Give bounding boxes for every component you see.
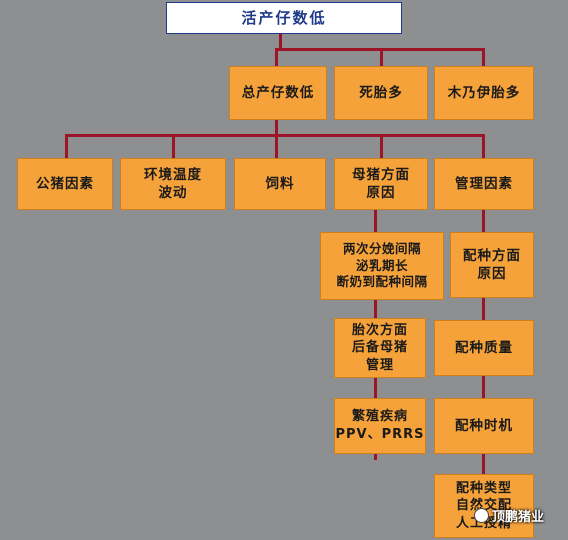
- node-label: 饲料: [265, 175, 295, 192]
- node-total-litter-low: 总产仔数低: [229, 66, 327, 120]
- connector-level1-mid-drop: [380, 48, 383, 66]
- root-node: 活产仔数低: [166, 2, 402, 34]
- node-label: 母猪方面 原因: [352, 166, 410, 201]
- node-breeding-timing: 配种时机: [434, 398, 534, 454]
- node-label: 配种时机: [455, 417, 513, 434]
- node-reproductive-disease: 繁殖疾病 PPV、PRRS: [334, 398, 426, 454]
- node-parity-gilt: 胎次方面 后备母猪 管理: [334, 318, 426, 378]
- node-breeding-quality: 配种质量: [434, 320, 534, 376]
- connector-level2-drop-2: [172, 134, 175, 158]
- node-label: 环境温度 波动: [144, 166, 202, 201]
- node-mummified: 木乃伊胎多: [434, 66, 534, 120]
- node-breeding-type: 配种类型 自然交配 人工授精: [434, 474, 534, 538]
- node-label: 公猪因素: [36, 175, 94, 192]
- connector-level2-drop-3: [275, 134, 278, 158]
- node-feed: 饲料: [234, 158, 326, 210]
- node-label: 木乃伊胎多: [447, 84, 521, 101]
- connector-level2-drop-5: [482, 134, 485, 158]
- node-label: 管理因素: [455, 175, 513, 192]
- node-label: 配种类型 自然交配 人工授精: [455, 480, 512, 531]
- connector-level2-drop-4: [380, 134, 383, 158]
- watermark-text: 顶鹏猪业: [492, 510, 545, 525]
- root-label: 活产仔数低: [241, 8, 327, 27]
- node-label: 配种质量: [455, 339, 513, 356]
- node-label: 总产仔数低: [241, 84, 315, 101]
- node-management: 管理因素: [434, 158, 534, 210]
- watermark: 顶鹏猪业: [474, 506, 544, 525]
- connector-level2-drop-1: [65, 134, 68, 158]
- connector-level1-left-drop: [275, 48, 278, 66]
- connector-level1-down: [275, 120, 278, 136]
- node-breeding-reasons: 配种方面 原因: [450, 232, 534, 298]
- node-label: 两次分娩间隔 泌乳期长 断奶到配种间隔: [336, 240, 428, 290]
- node-boar-factor: 公猪因素: [17, 158, 113, 210]
- node-farrowing-interval: 两次分娩间隔 泌乳期长 断奶到配种间隔: [320, 232, 444, 300]
- node-sow-reasons: 母猪方面 原因: [334, 158, 428, 210]
- node-label: 胎次方面 后备母猪 管理: [351, 322, 408, 373]
- connector-level1-right-drop: [482, 48, 485, 66]
- node-stillbirth: 死胎多: [334, 66, 428, 120]
- node-temperature: 环境温度 波动: [120, 158, 226, 210]
- connector-root-down: [279, 33, 282, 50]
- node-label: 繁殖疾病 PPV、PRRS: [335, 409, 425, 442]
- node-label: 配种方面 原因: [463, 247, 521, 282]
- wechat-logo-icon: [474, 508, 489, 523]
- node-label: 死胎多: [359, 84, 403, 101]
